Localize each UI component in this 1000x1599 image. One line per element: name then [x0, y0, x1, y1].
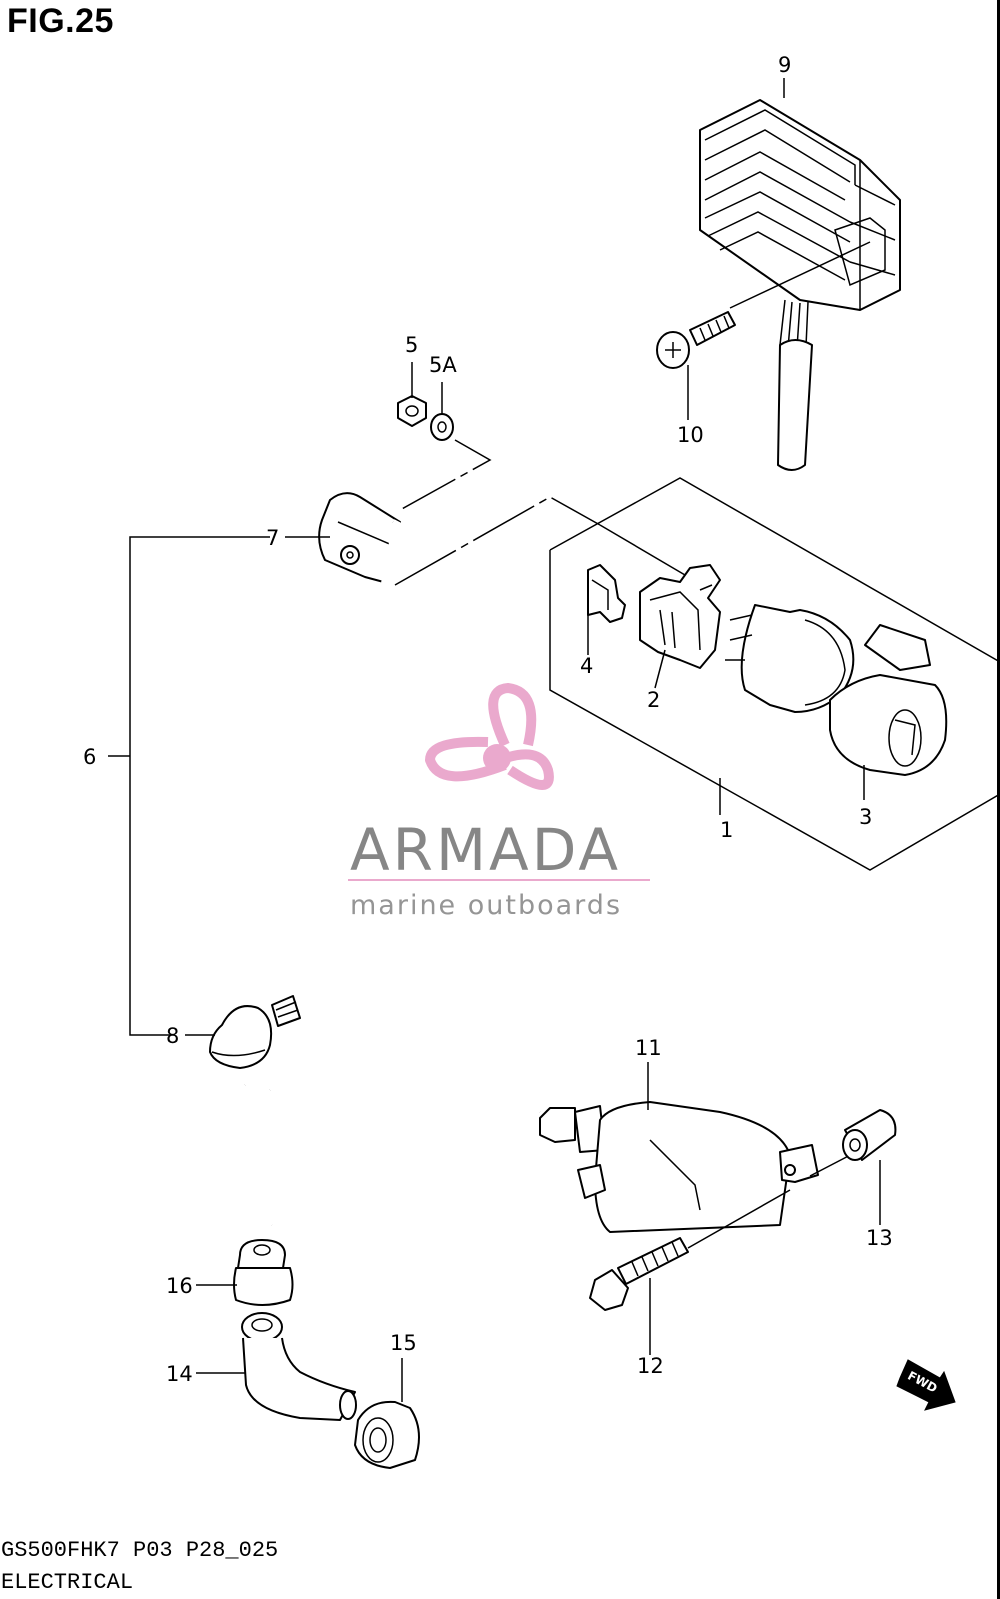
cap-15-part[interactable] [354, 1400, 420, 1469]
callout-12: 12 [637, 1354, 664, 1378]
leader-line [654, 649, 666, 689]
spacer-13-part[interactable] [842, 1109, 897, 1161]
key-cylinder-3-part[interactable] [725, 604, 948, 776]
callout-4: 4 [580, 654, 593, 678]
bolt-12-part[interactable] [589, 1237, 689, 1311]
nut-5-part[interactable] [397, 395, 427, 427]
callout-10: 10 [677, 423, 704, 447]
watermark-tagline: marine outboards [350, 890, 622, 921]
fwd-arrow-icon: FWD [896, 1359, 956, 1411]
callout-5: 5 [405, 333, 418, 357]
bolt-10-part[interactable] [656, 311, 736, 369]
callout-6: 6 [83, 745, 96, 769]
callout-5a: 5A [429, 353, 457, 377]
callout-3: 3 [859, 805, 872, 829]
grommet-16-part[interactable] [233, 1239, 294, 1306]
leader-line [599, 524, 686, 576]
dashed-leader [399, 439, 492, 511]
dashed-leader [394, 496, 601, 586]
callout-13: 13 [866, 1226, 893, 1250]
callout-11: 11 [635, 1036, 662, 1060]
ignition-coil-11-part[interactable] [243, 1068, 819, 1233]
callout-8: 8 [166, 1024, 179, 1048]
high-tension-lead-part[interactable] [293, 519, 514, 1023]
boot-14-part[interactable] [241, 1312, 357, 1421]
terminal-4-part[interactable] [587, 564, 626, 623]
plug-cap-8-part[interactable] [209, 995, 301, 1069]
callout-9: 9 [778, 53, 791, 77]
bracket-6 [129, 536, 270, 1036]
page-border [997, 0, 1000, 1599]
callout-1: 1 [720, 818, 733, 842]
switch-housing-2-part[interactable] [639, 564, 721, 669]
armada-watermark: ARMADA marine outboards [348, 682, 650, 921]
callout-16: 16 [166, 1274, 193, 1298]
section-name: ELECTRICAL [1, 1570, 134, 1595]
leader-line [729, 241, 871, 309]
callout-14: 14 [166, 1362, 193, 1386]
diagram-code: GS500FHK7 P03 P28_025 [1, 1538, 279, 1563]
assembly-box-1 [549, 477, 1000, 871]
watermark-brand: ARMADA [350, 816, 621, 884]
callout-2: 2 [647, 688, 660, 712]
callout-15: 15 [390, 1331, 417, 1355]
regulator-rectifier-part[interactable] [699, 99, 901, 471]
propeller-logo-icon [424, 682, 554, 790]
figure-title: FIG.25 [7, 2, 114, 40]
washer-5a-part[interactable] [430, 413, 454, 441]
callout-7: 7 [266, 526, 279, 550]
